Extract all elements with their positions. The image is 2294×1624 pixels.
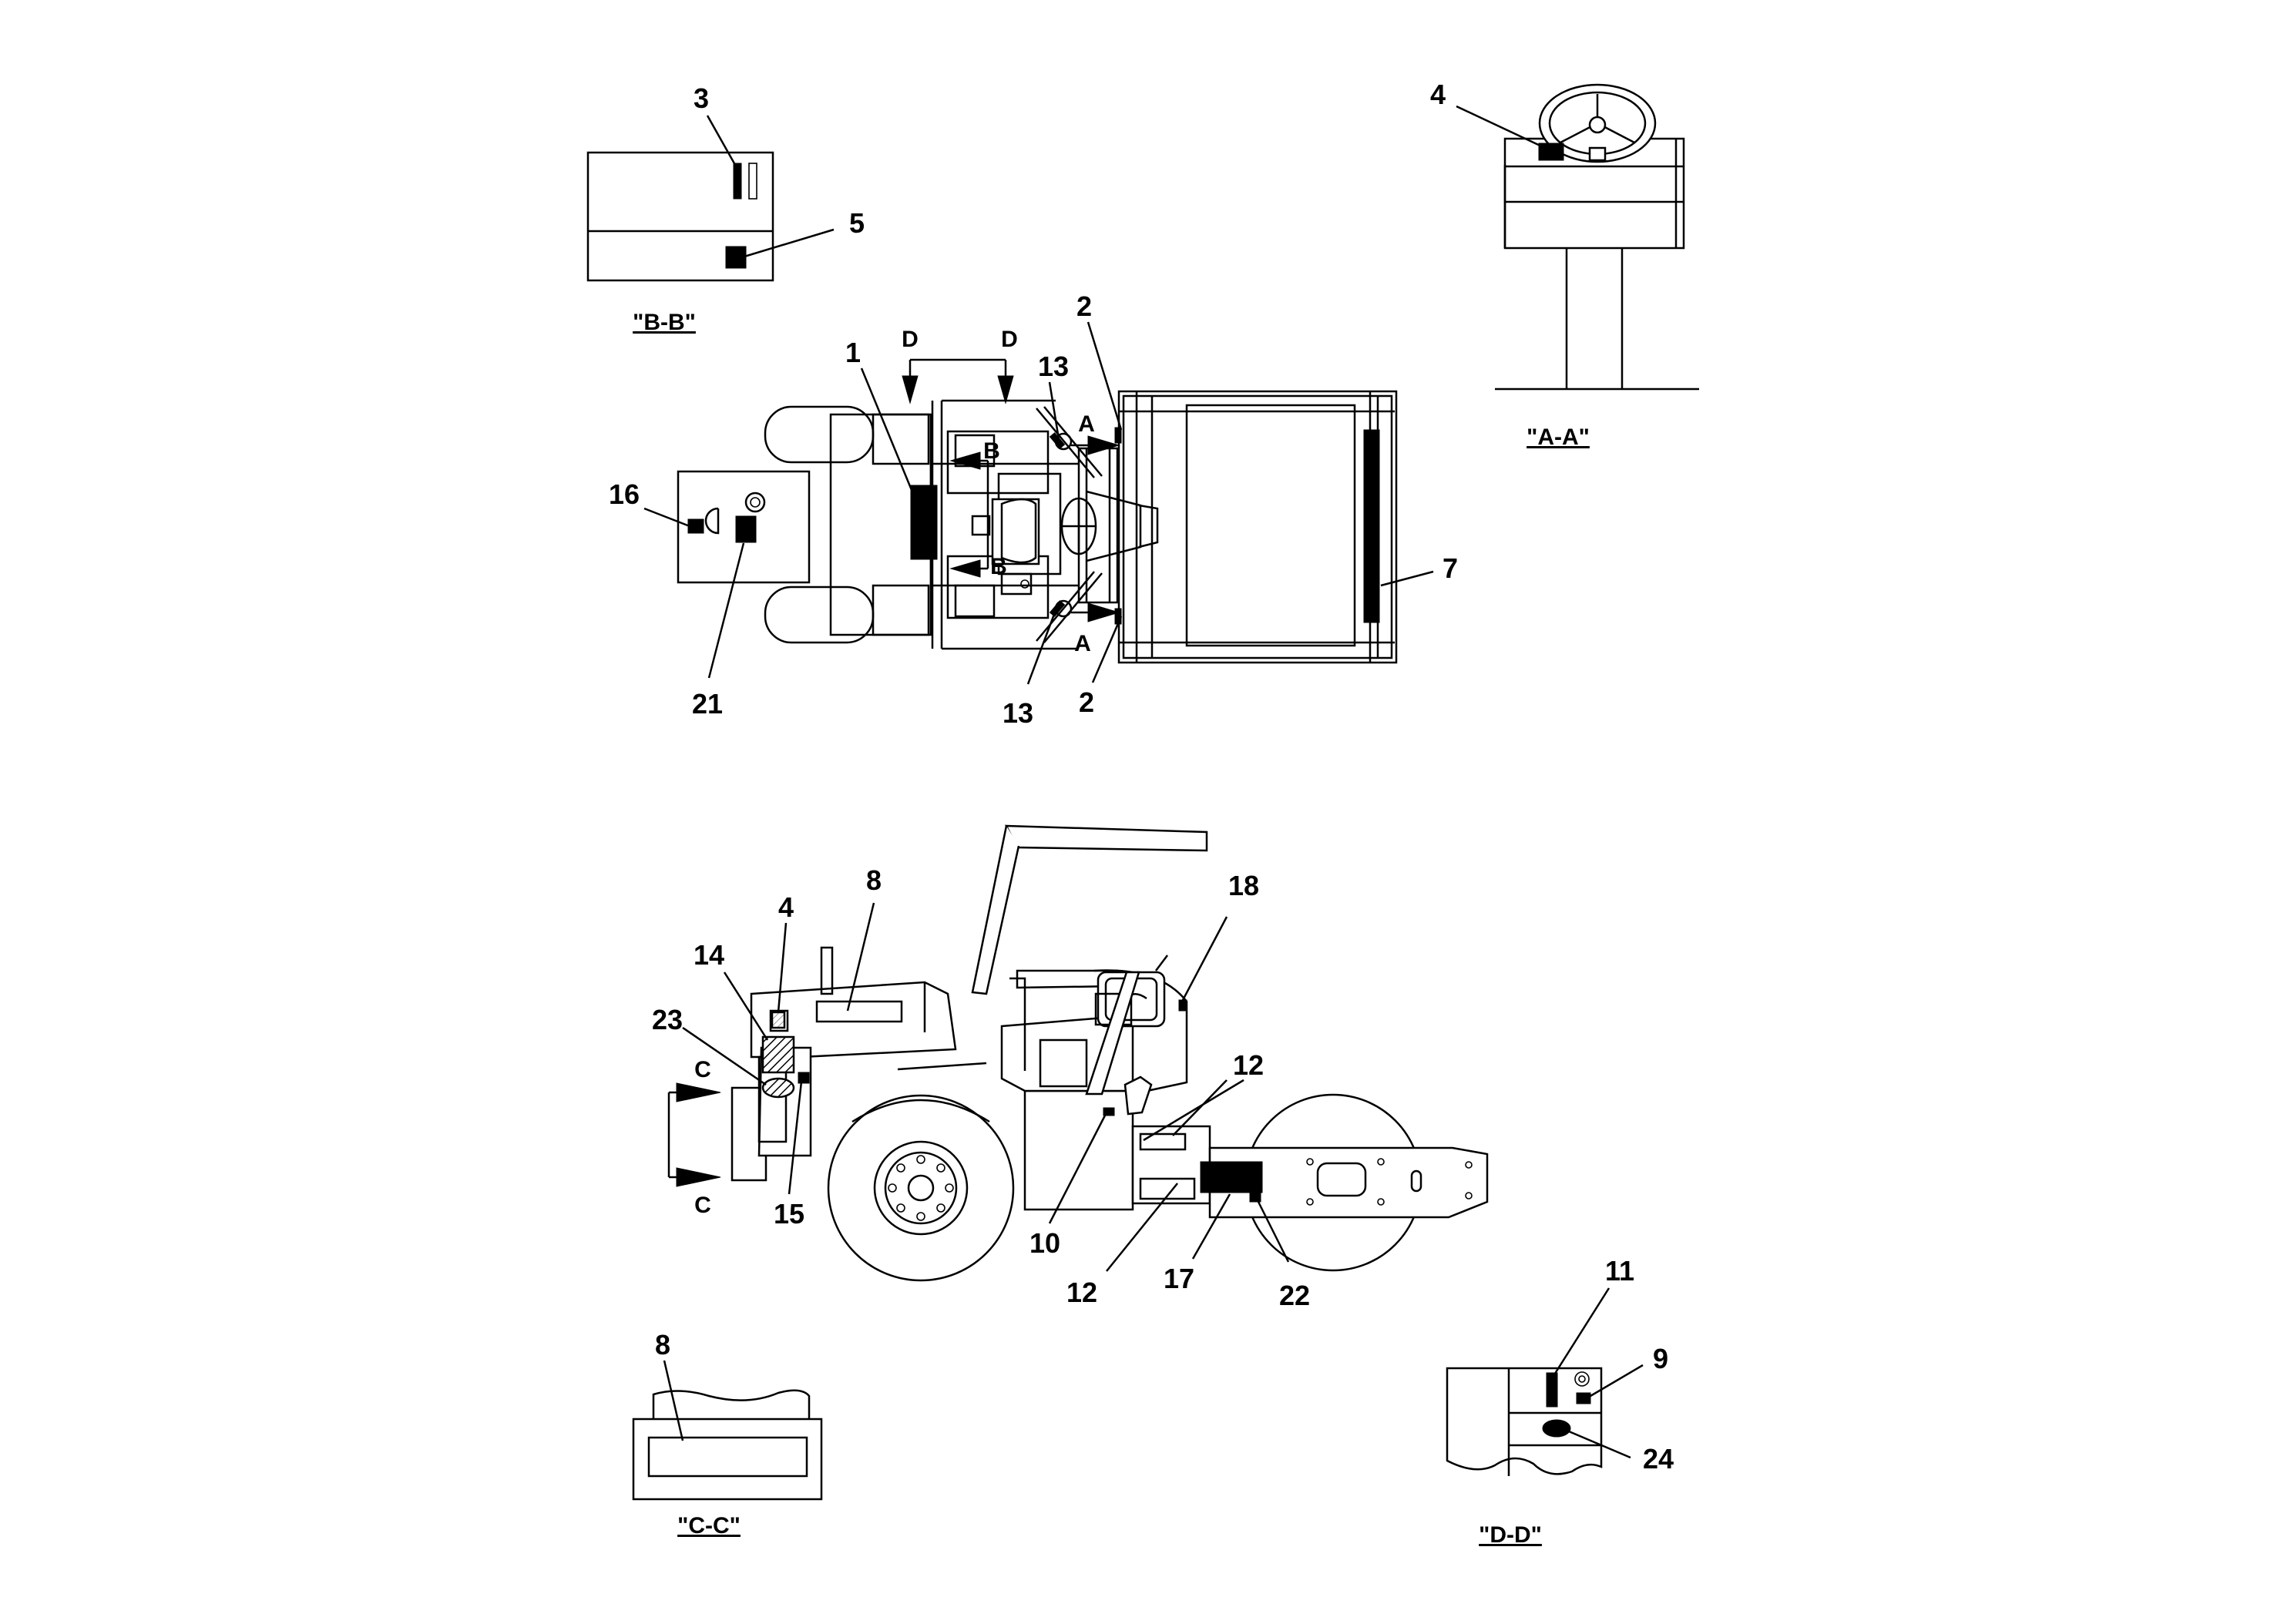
section-letter-b-bottom: B <box>990 554 1007 579</box>
callout-12-top: 12 <box>1233 1049 1264 1081</box>
section-letter-c-bottom: C <box>694 1193 711 1218</box>
side-view: C C 4 8 14 23 15 10 12 12 17 22 18 <box>652 824 1489 1311</box>
view-aa: 4 "A-A" <box>1430 79 1699 450</box>
callout-2-top: 2 <box>1076 290 1092 322</box>
callout-12-bottom: 12 <box>1066 1277 1097 1308</box>
decal-23 <box>761 1077 795 1099</box>
callout-21: 21 <box>692 688 723 720</box>
section-letter-d-left: D <box>902 327 919 352</box>
view-caption-dd: "D-D" <box>1479 1522 1542 1548</box>
decal-13-bottom <box>1049 600 1066 617</box>
decal-4-side <box>771 1011 786 1029</box>
view-bb: 3 5 "B-B" <box>586 82 865 335</box>
decal-7 <box>1363 429 1380 623</box>
decal-11 <box>1546 1372 1558 1408</box>
callout-5: 5 <box>849 207 865 239</box>
callout-9: 9 <box>1653 1343 1668 1374</box>
decal-10 <box>1103 1107 1115 1116</box>
section-letter-c-top: C <box>694 1057 711 1082</box>
callout-8-side: 8 <box>866 864 882 896</box>
callout-22: 22 <box>1279 1280 1310 1311</box>
view-cc: 8 "C-C" <box>632 1329 823 1538</box>
decal-14 <box>761 1035 795 1074</box>
view-caption-bb: "B-B" <box>633 310 696 335</box>
decal-16 <box>687 518 704 534</box>
callout-11: 11 <box>1605 1255 1634 1287</box>
top-view: D D A A B B 1 2 2 13 13 16 21 7 <box>609 290 1458 729</box>
decal-9 <box>1576 1392 1591 1404</box>
section-letter-d-right: D <box>1001 327 1018 352</box>
callout-1: 1 <box>845 337 861 368</box>
decal-24 <box>1542 1419 1571 1438</box>
decal-17 <box>1200 1161 1263 1193</box>
view-caption-aa: "A-A" <box>1527 424 1590 450</box>
callout-16: 16 <box>609 478 640 510</box>
callout-17: 17 <box>1164 1263 1194 1294</box>
section-letter-a-top: A <box>1078 411 1095 437</box>
callout-13-bottom: 13 <box>1003 697 1033 729</box>
decal-15 <box>798 1072 810 1084</box>
callout-4-side: 4 <box>778 891 794 923</box>
decal-5 <box>725 246 747 269</box>
callout-3: 3 <box>694 82 709 114</box>
callout-10: 10 <box>1029 1227 1060 1259</box>
callout-15: 15 <box>774 1198 804 1230</box>
section-letter-b-top: B <box>983 438 1000 464</box>
callout-23: 23 <box>652 1004 683 1035</box>
decal-21 <box>735 515 757 543</box>
callout-4-aa: 4 <box>1430 79 1446 110</box>
callout-18: 18 <box>1228 870 1259 901</box>
view-caption-cc: "C-C" <box>677 1513 741 1538</box>
callout-8-cc: 8 <box>655 1329 670 1361</box>
decal-3 <box>733 163 742 200</box>
callout-24: 24 <box>1643 1443 1674 1475</box>
callout-7: 7 <box>1443 552 1458 584</box>
view-dd: 11 9 24 "D-D" <box>1446 1255 1674 1548</box>
callout-14: 14 <box>694 939 724 971</box>
callout-13-top: 13 <box>1038 351 1069 382</box>
decal-22 <box>1249 1192 1261 1203</box>
callout-2-bottom: 2 <box>1079 686 1094 718</box>
section-letter-a-bottom: A <box>1074 631 1091 656</box>
